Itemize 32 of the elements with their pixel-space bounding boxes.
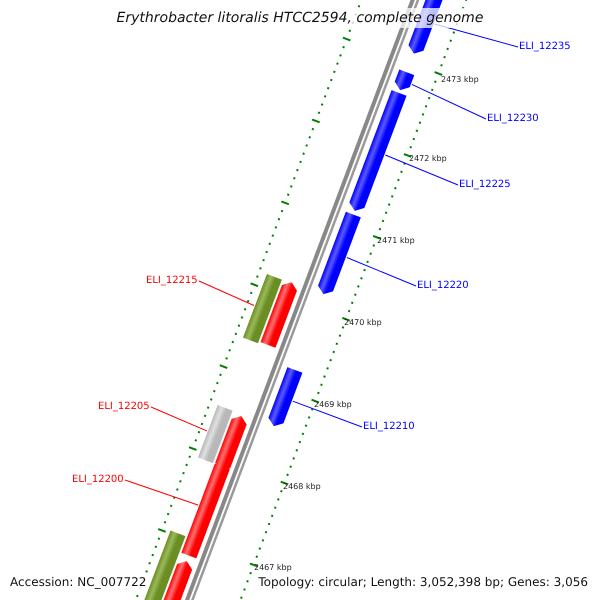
scale-label: 2470 kbp — [344, 318, 382, 328]
scale-label: 2471 kbp — [377, 236, 415, 246]
leader-line — [198, 280, 254, 306]
scale-label: 2468 kbp — [283, 482, 321, 492]
scale-label: 2469 kbp — [314, 400, 352, 410]
leader-line — [411, 84, 486, 120]
gene-segment — [394, 70, 414, 90]
gene-label: ELI_12235 — [519, 41, 571, 53]
leader-line — [124, 480, 199, 506]
gene-segment — [318, 212, 361, 294]
gene-label: ELI_12210 — [363, 421, 415, 433]
leader-line — [384, 154, 458, 186]
scale-label: 2473 kbp — [441, 75, 479, 85]
scale-label: 2467 kbp — [254, 563, 292, 573]
scale-label: 2472 kbp — [409, 154, 447, 164]
gene-label: ELI_12215 — [146, 275, 198, 287]
gene-label: ELI_12225 — [459, 179, 511, 191]
gene-segment — [349, 90, 407, 211]
gene-label: ELI_12205 — [98, 401, 150, 413]
gene-segment — [268, 367, 302, 426]
gene-block — [198, 405, 233, 464]
leader-line — [292, 400, 362, 428]
leader-line — [346, 257, 416, 286]
gene-label: ELI_12220 — [417, 280, 469, 292]
gene-label: ELI_12230 — [487, 113, 539, 125]
accession-text: Accession: NC_007722 — [8, 574, 148, 590]
genome-summary: Topology: circular; Length: 3,052,398 bp; Genes: 3,056 — [256, 574, 590, 590]
gene-label: ELI_12200 — [72, 474, 124, 486]
leader-line — [150, 406, 208, 432]
gene-block — [242, 274, 282, 344]
gene-segment — [215, 416, 247, 468]
gene-segment — [260, 282, 297, 348]
